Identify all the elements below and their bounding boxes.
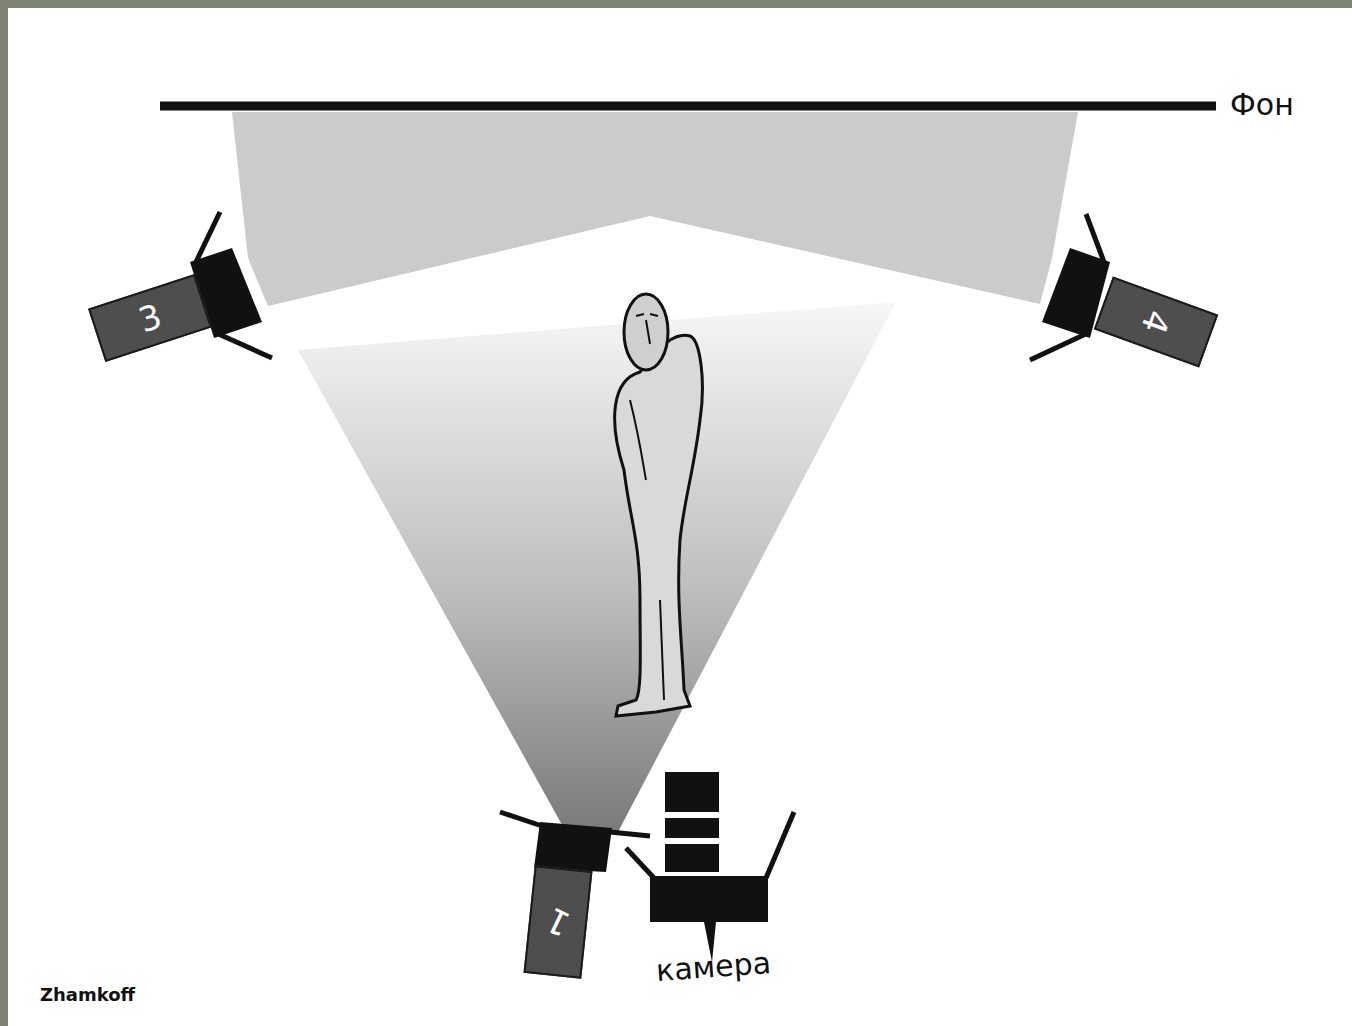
light-number: 4 xyxy=(1136,306,1175,338)
light-head xyxy=(190,212,272,358)
light-number: 1 xyxy=(541,902,575,942)
light-head xyxy=(1030,214,1110,360)
light-beam xyxy=(298,302,896,832)
backdrop-label: Фон xyxy=(1230,88,1294,121)
author-watermark: Zhamkoff xyxy=(40,985,135,1005)
light-head xyxy=(500,812,650,872)
camera-symbol xyxy=(626,772,794,962)
page-ground xyxy=(8,8,1352,1026)
backdrop-line xyxy=(160,102,1216,111)
camera-label: камера xyxy=(655,946,772,987)
light-body: 1 xyxy=(524,865,593,978)
light-beam xyxy=(600,112,1078,304)
light-number: 3 xyxy=(134,298,165,337)
person-figure xyxy=(615,294,703,716)
